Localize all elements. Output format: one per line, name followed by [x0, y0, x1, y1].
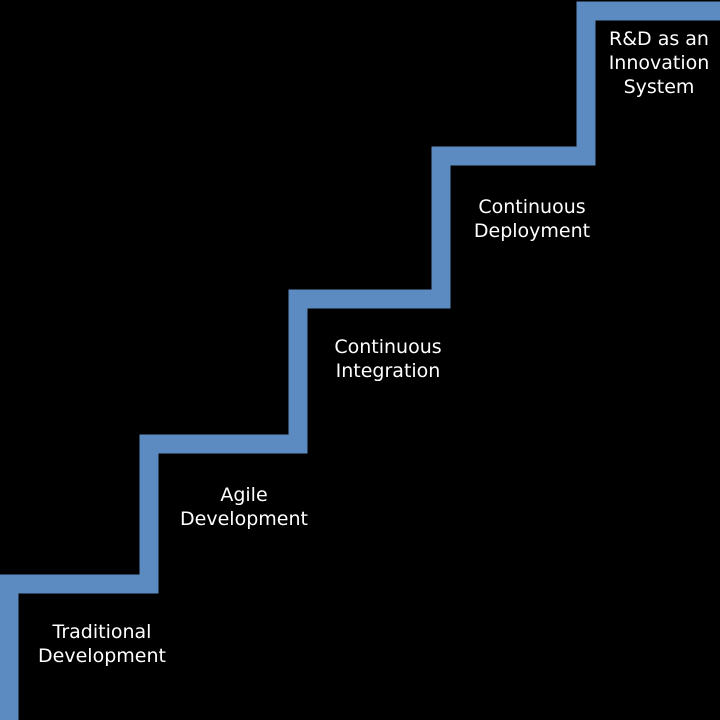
stage-label-line: Development: [180, 508, 308, 530]
stage-label-line: Agile: [220, 484, 268, 506]
stage-label-line: Traditional: [52, 621, 152, 643]
stage-label-line: Deployment: [473, 220, 591, 242]
stage-label-line: Integration: [335, 360, 441, 382]
stage-label-line: Continuous: [334, 336, 442, 358]
stage-label-line: Continuous: [478, 196, 586, 218]
stage-label-rd-innovation-system: R&D as an Innovation System: [596, 27, 720, 99]
stage-label-agile-development: Agile Development: [166, 483, 322, 531]
stage-label-continuous-deployment: Continuous Deployment: [454, 195, 610, 243]
stage-label-line: Innovation: [608, 52, 710, 74]
stage-label-line: System: [623, 76, 695, 98]
stage-label-line: Development: [38, 645, 166, 667]
stage-label-traditional-development: Traditional Development: [24, 620, 180, 668]
stage-label-continuous-integration: Continuous Integration: [310, 335, 466, 383]
stage-label-line: R&D as an: [609, 28, 709, 50]
